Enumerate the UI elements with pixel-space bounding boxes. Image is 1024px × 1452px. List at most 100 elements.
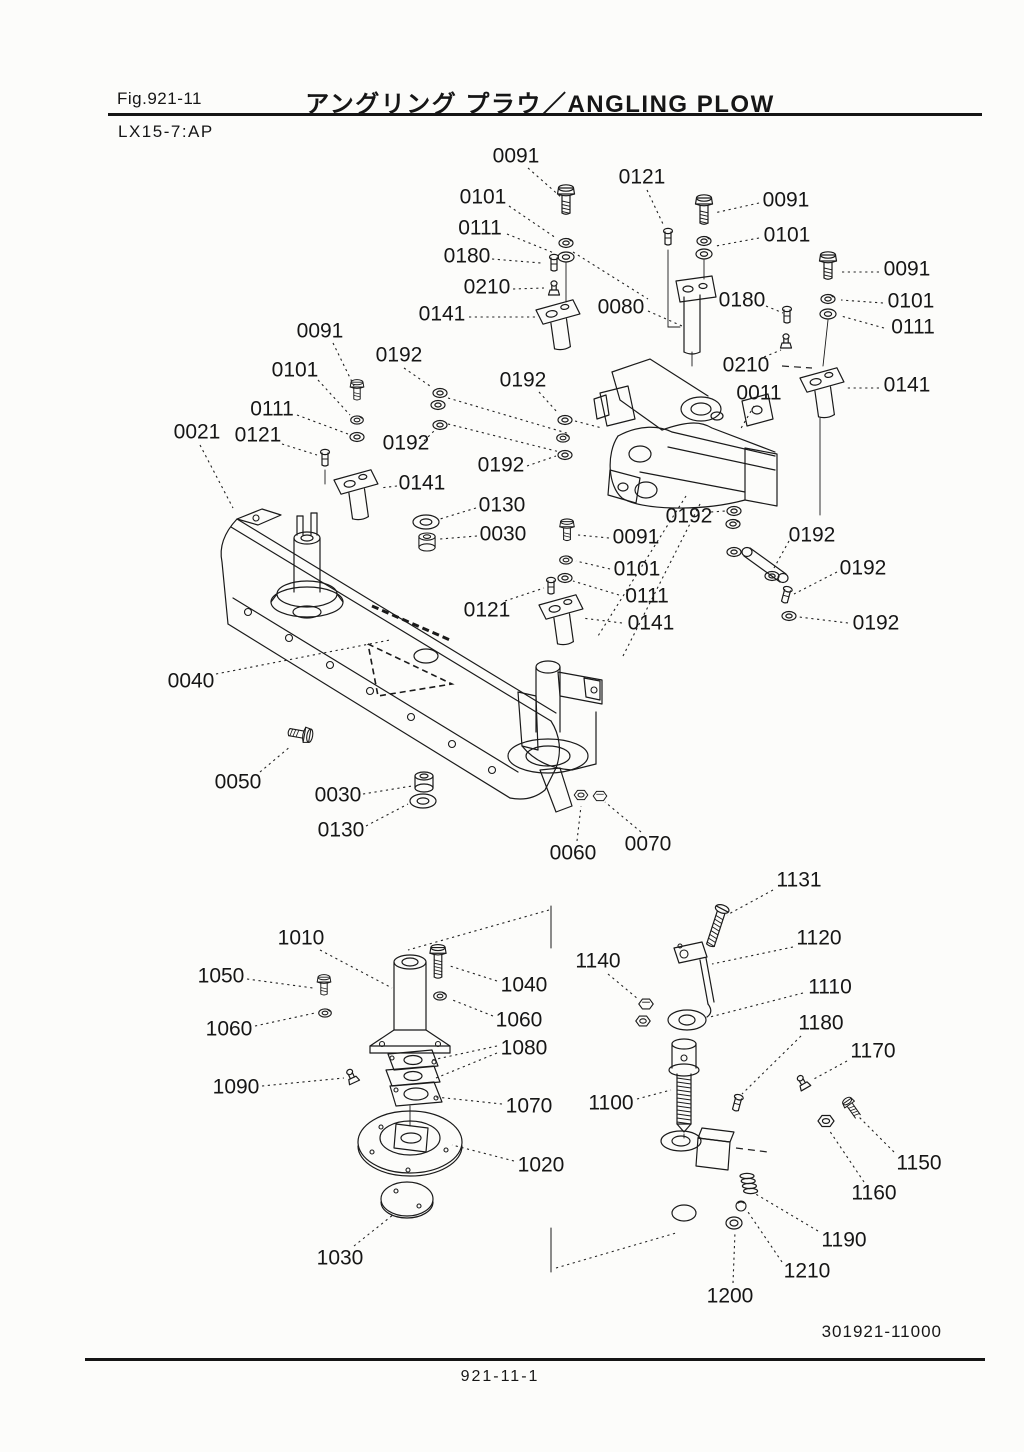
part-label-1030: 1030 [317, 1247, 364, 1270]
part-label-0121: 0121 [235, 424, 282, 447]
flat-washer-glyph [695, 248, 713, 260]
part-label-1170: 1170 [850, 1040, 895, 1063]
pin-1180-glyph [731, 1093, 744, 1112]
pin-0180-glyph [548, 253, 560, 272]
bracket-pin-0141-glyph [535, 299, 581, 351]
flat-washer-glyph [432, 419, 448, 431]
part-label-1120: 1120 [796, 927, 841, 950]
bushing-0030-glyph [418, 532, 436, 552]
part-label-0121: 0121 [619, 166, 666, 189]
part-label-1160: 1160 [851, 1182, 896, 1205]
part-label-1140: 1140 [575, 950, 620, 973]
lock-washer-glyph [696, 235, 712, 247]
angling-frame-assembly [593, 358, 789, 584]
part-label-0192: 0192 [500, 369, 547, 392]
pin-0180-glyph [781, 305, 793, 324]
bolt-1040-glyph [429, 943, 447, 979]
part-label-1020: 1020 [518, 1154, 565, 1177]
flat-washer-glyph [819, 308, 837, 320]
part-label-0180: 0180 [444, 245, 491, 268]
part-label-1080: 1080 [501, 1037, 548, 1060]
part-label-0180: 0180 [719, 289, 766, 312]
part-label-0050: 0050 [215, 771, 262, 794]
hex-bolt-glyph [559, 518, 575, 542]
flat-washer-glyph [781, 610, 797, 622]
model-code: LX15-7:AP [118, 122, 214, 141]
fitting-0210-glyph [779, 333, 793, 349]
part-label-0091: 0091 [297, 320, 344, 343]
flat-washer-glyph [557, 414, 573, 426]
part-label-0021: 0021 [174, 421, 221, 444]
part-label-0011: 0011 [736, 382, 781, 405]
screw-1150-glyph [842, 1096, 861, 1119]
part-label-0040: 0040 [168, 670, 215, 693]
bolt-1050-glyph [316, 974, 332, 996]
lock-washer-glyph [556, 433, 570, 443]
flat-washer-glyph [409, 793, 437, 809]
part-label-0192: 0192 [478, 454, 525, 477]
plow-blade-assembly [220, 508, 603, 813]
leader-lines [199, 167, 895, 1284]
flat-washer-glyph [726, 505, 742, 517]
part-label-0070: 0070 [625, 833, 672, 856]
flat-washer-glyph [432, 387, 448, 399]
part-label-0192: 0192 [853, 612, 900, 635]
flat-washer-glyph [764, 570, 780, 582]
flat-washer-glyph [557, 572, 573, 584]
part-label-0101: 0101 [888, 290, 935, 313]
part-label-1200: 1200 [707, 1285, 754, 1308]
hex-bolt-glyph [349, 379, 365, 401]
flat-washer-glyph [726, 546, 742, 558]
flat-washer-glyph [349, 431, 365, 443]
flat-washer-glyph [412, 514, 440, 530]
hex-bolt-glyph [556, 184, 576, 215]
flat-washer-glyph [557, 449, 573, 461]
part-label-0091: 0091 [613, 526, 660, 549]
part-label-0130: 0130 [479, 494, 526, 517]
lock-washer-glyph [559, 555, 573, 565]
hex-bolt-glyph [694, 194, 714, 225]
lock-washer-glyph [350, 415, 364, 425]
nut-0060-glyph [573, 789, 589, 801]
part-label-0210: 0210 [464, 276, 511, 299]
part-label-0130: 0130 [318, 819, 365, 842]
lock-washer-glyph [820, 293, 836, 305]
screw-1131-glyph [706, 904, 730, 948]
part-label-0101: 0101 [764, 224, 811, 247]
lock-washer-glyph [433, 991, 447, 1001]
lock-washer-glyph [725, 518, 741, 530]
pin-0121-glyph [662, 227, 674, 246]
grease-fitting-1090-glyph [346, 1068, 361, 1086]
part-label-1060: 1060 [496, 1009, 543, 1032]
part-label-0091: 0091 [884, 258, 931, 281]
nut-1140-glyph [638, 998, 654, 1010]
swivel-base-assembly [357, 954, 463, 1219]
lock-washer-glyph [558, 237, 574, 249]
flat-washer-glyph [430, 399, 446, 411]
part-label-0192: 0192 [376, 344, 423, 367]
part-label-1110: 1110 [808, 976, 852, 999]
part-label-0101: 0101 [614, 558, 661, 581]
part-label-0192: 0192 [840, 557, 887, 580]
drawing-number: 301921-11000 [821, 1322, 942, 1341]
part-label-0030: 0030 [480, 523, 527, 546]
part-label-1050: 1050 [198, 965, 245, 988]
part-label-0141: 0141 [628, 612, 675, 635]
part-label-0192: 0192 [383, 432, 430, 455]
pin-0121-glyph [545, 576, 557, 595]
flat-washer-glyph [557, 251, 575, 263]
part-label-0141: 0141 [419, 303, 466, 326]
lock-washer-glyph [318, 1008, 332, 1018]
part-label-0111: 0111 [250, 398, 294, 421]
part-label-0091: 0091 [763, 189, 810, 212]
nut-0070-glyph [592, 790, 608, 802]
nut-1160-glyph [817, 1114, 835, 1128]
part-label-0091: 0091 [493, 145, 540, 168]
part-label-1131: 1131 [776, 869, 821, 892]
part-label-1150: 1150 [896, 1152, 941, 1175]
part-label-0111: 0111 [625, 585, 669, 608]
bushing-0030-glyph [414, 771, 434, 793]
bracket-pin-0141-glyph [333, 469, 379, 521]
